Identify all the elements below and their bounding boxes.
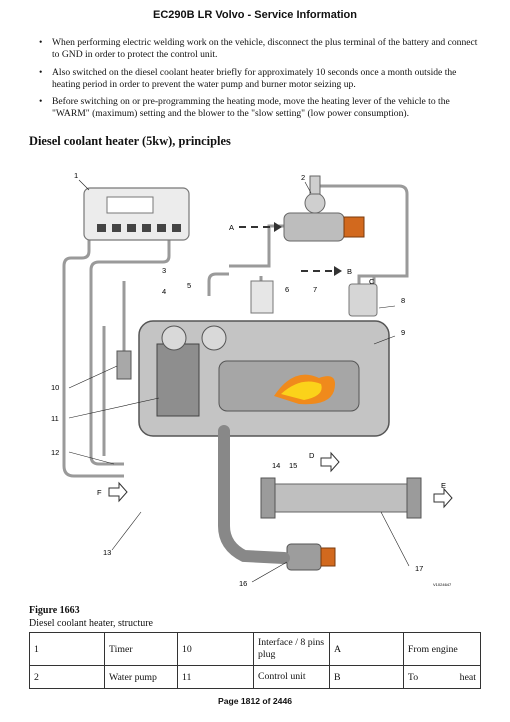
figure-label: Figure 1663 [29, 605, 80, 616]
bullet-dot: • [39, 37, 43, 48]
figure-caption: Diesel coolant heater, structure [29, 618, 153, 629]
table-cell: Control unit [252, 665, 330, 689]
callout-16: 16 [239, 579, 247, 588]
heater-diagram: 1 2 3 4 5 6 7 8 9 10 11 12 13 14 15 16 1… [29, 166, 481, 598]
table-cell: Water pump [103, 665, 178, 689]
flow-label-d: D [309, 451, 315, 460]
bullet-list: • When performing electric welding work o… [34, 37, 486, 126]
table-cell: B [328, 665, 404, 689]
callout-17: 17 [415, 564, 423, 573]
callout-3: 3 [162, 266, 166, 275]
table-cell: 11 [176, 665, 254, 689]
callout-15: 15 [289, 461, 297, 470]
page-header: EC290B LR Volvo - Service Information [153, 9, 357, 21]
callout-2: 2 [301, 173, 305, 182]
bullet-dot: • [39, 96, 43, 108]
callout-4: 4 [162, 287, 166, 296]
bullet-item: • Before switching on or pre-programming … [34, 96, 486, 121]
figure-image-code: V1024647 [433, 582, 452, 587]
water-pump [283, 175, 365, 242]
flow-label-a: A [229, 223, 234, 232]
table-row: 2 Water pump 11 Control unit B To heat [29, 665, 482, 689]
callout-14: 14 [272, 461, 280, 470]
callout-6: 6 [285, 285, 289, 294]
timer [83, 187, 190, 241]
table-cell: 10 [176, 632, 254, 666]
bullet-text: Before switching on or pre-programming t… [52, 96, 450, 120]
callout-8: 8 [401, 296, 405, 305]
bullet-item: • Also switched on the diesel coolant hea… [34, 67, 486, 92]
coolant-pipe [260, 477, 422, 519]
callout-11: 11 [51, 414, 59, 423]
fuel-pump [286, 543, 336, 571]
bullet-text: When performing electric welding work on… [52, 37, 478, 61]
bullet-dot: • [39, 66, 43, 78]
bullet-text: Also switched on the diesel coolant heat… [52, 66, 457, 90]
flow-label-f: F [97, 488, 102, 497]
bullet-item: • When performing electric welding work o… [34, 37, 486, 62]
section-title: Diesel coolant heater (5kw), principles [29, 134, 231, 148]
parts-table: 1 Timer 10 Interface / 8 pins plug A Fro… [29, 632, 482, 689]
callout-1: 1 [74, 171, 78, 180]
callout-10: 10 [51, 383, 59, 392]
callout-5: 5 [187, 281, 191, 290]
table-row: 1 Timer 10 Interface / 8 pins plug A Fro… [29, 632, 482, 666]
table-cell: A [328, 632, 404, 666]
heater-body [138, 320, 390, 437]
callout-9: 9 [401, 328, 405, 337]
callout-13: 13 [103, 548, 111, 557]
flow-label-e: E [441, 481, 446, 490]
flow-label-b: B [347, 267, 352, 276]
table-cell: To heat [402, 665, 482, 689]
page-footer: Page 1812 of 2446 [217, 696, 293, 706]
table-cell: 2 [29, 665, 105, 689]
flow-label-c: C [369, 277, 375, 286]
burner-flame [274, 374, 335, 405]
table-cell: 1 [29, 632, 105, 666]
table-cell: Timer [103, 632, 178, 666]
callout-12: 12 [51, 448, 59, 457]
table-cell: Interface / 8 pins plug [252, 632, 330, 666]
table-cell: From engine [402, 632, 482, 666]
callout-7: 7 [313, 285, 317, 294]
